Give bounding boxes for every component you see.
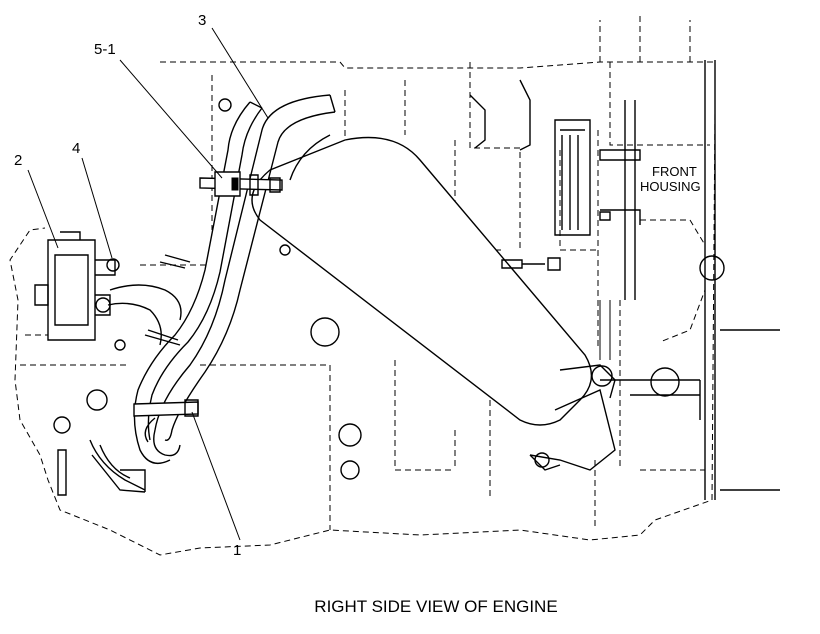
side-component bbox=[34, 231, 191, 351]
leader-4 bbox=[81, 157, 113, 259]
cooler-bolt bbox=[534, 452, 550, 468]
callout-2: 2 bbox=[14, 152, 22, 169]
callout-3: 3 bbox=[198, 12, 206, 29]
block-hole bbox=[218, 98, 232, 112]
block-holes bbox=[53, 98, 362, 480]
block-hole bbox=[86, 389, 108, 411]
lower-bracket bbox=[57, 439, 146, 496]
figure-caption: RIGHT SIDE VIEW OF ENGINE bbox=[314, 597, 557, 616]
hex-bolts bbox=[501, 211, 611, 271]
upper-clamp bbox=[199, 171, 283, 197]
housing-hole bbox=[650, 367, 680, 397]
oil-cooler-housing bbox=[251, 134, 616, 471]
leader-2 bbox=[27, 169, 59, 249]
cooler-fitting bbox=[591, 365, 613, 387]
component-fitting bbox=[114, 339, 126, 351]
component-fitting bbox=[106, 258, 120, 272]
front-housing-line1: FRONT bbox=[652, 164, 697, 179]
leader-1 bbox=[191, 411, 241, 541]
block-hole bbox=[279, 244, 291, 256]
block-hole bbox=[53, 416, 71, 434]
callout-4: 4 bbox=[72, 140, 80, 157]
callout-5-1: 5-1 bbox=[94, 41, 116, 58]
block-hole bbox=[338, 423, 362, 447]
block-hole bbox=[310, 317, 340, 347]
leader-lines bbox=[27, 27, 269, 541]
lower-clamp bbox=[133, 399, 199, 443]
block-hole bbox=[340, 460, 360, 480]
front-housing-label: FRONT HOUSING bbox=[640, 164, 701, 194]
callouts: 3 5-1 2 4 1 bbox=[14, 12, 241, 559]
oil-tube-assembly bbox=[133, 94, 336, 464]
leader-3 bbox=[211, 27, 269, 119]
component-fitting bbox=[95, 297, 111, 313]
engine-front-features bbox=[469, 60, 780, 500]
leader-5-1 bbox=[119, 59, 223, 179]
callout-1: 1 bbox=[233, 542, 241, 559]
front-housing-line2: HOUSING bbox=[640, 179, 701, 194]
housing-hole bbox=[699, 255, 725, 281]
